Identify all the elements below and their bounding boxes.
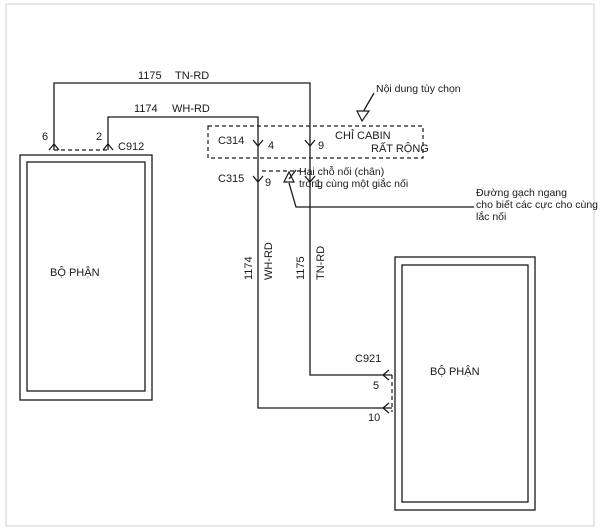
two-pins-pointer xyxy=(283,170,295,183)
left-component-label: BỘ PHẬN xyxy=(50,266,100,279)
wire-1174-wh-rd xyxy=(107,116,392,409)
pin-arrow-c315-9 xyxy=(252,175,264,184)
left-component-outer-box xyxy=(19,154,153,401)
c315-pin-b-label: 1 xyxy=(315,178,321,190)
dashed-line-annotation-line2: cho biết các cực cho cùng xyxy=(476,199,598,211)
pin-arrow-c921-5 xyxy=(381,369,390,381)
wire-vertical-circuit-b-label: 1175 xyxy=(295,256,307,280)
right-component: BỘ PHẬN xyxy=(394,256,536,511)
pin-arrow-c912-6 xyxy=(48,142,60,151)
pin-arrow-c314-9 xyxy=(304,139,316,148)
dashed-line-annotation-line1: Đường gạch ngang xyxy=(476,187,567,199)
c314-pin-a-label: 4 xyxy=(268,140,274,152)
wire-vertical-color-a-label: WH-RD xyxy=(263,242,275,280)
wire-second-circuit-label: 1174 xyxy=(134,103,158,115)
wire-top-color-label: TN-RD xyxy=(175,70,209,82)
c921-connector-label: C921 xyxy=(355,353,381,365)
c912-pin-b-label: 2 xyxy=(96,131,102,143)
c315-connector-label: C315 xyxy=(218,173,244,185)
two-pins-line2: trong cùng một giắc nối xyxy=(299,177,408,190)
two-pins-leader-line xyxy=(288,169,297,180)
cabin-line2: RẤT RỘNG xyxy=(371,142,429,155)
pin-arrow-c315-1 xyxy=(304,175,316,184)
wire-1175-tn-rd xyxy=(53,82,392,376)
diagram-frame xyxy=(5,3,595,527)
c912-pin-a-label: 6 xyxy=(42,131,48,143)
c921-pin-a-label: 5 xyxy=(373,380,379,392)
c314-pin-b-label: 9 xyxy=(318,140,324,152)
connector-c921: C921 5 10 xyxy=(355,353,393,424)
c921-pin-b-label: 10 xyxy=(368,412,380,424)
connector-c314: C314 4 9 xyxy=(218,135,324,152)
pin-arrow-c314-4 xyxy=(252,139,264,148)
wire-vertical-color-b-label: TN-RD xyxy=(315,246,327,280)
two-pins-line1: Hai chỗ nối (chân) xyxy=(299,165,384,178)
connector-c912: 6 2 C912 xyxy=(42,131,144,153)
right-component-outer-box xyxy=(394,256,536,511)
left-component: BỘ PHẬN xyxy=(19,154,153,401)
wire-second-color-label: WH-RD xyxy=(172,103,210,115)
optional-content-annotation: Nội dung tùy chọn xyxy=(376,83,461,95)
optional-content-dashed-box xyxy=(207,125,424,159)
pin-arrow-c921-10 xyxy=(381,402,390,414)
c315-pin-a-label: 9 xyxy=(265,177,271,189)
wire-top-circuit-label: 1175 xyxy=(138,70,162,82)
optional-content-pointer xyxy=(356,110,371,123)
wire-vertical-circuit-a-label: 1174 xyxy=(243,256,255,280)
c314-connector-label: C314 xyxy=(218,135,244,147)
left-component-inner-box xyxy=(26,161,146,392)
cabin-line1: CHỈ CABIN xyxy=(335,129,391,142)
right-component-label: BỘ PHẬN xyxy=(430,365,480,378)
pin-arrow-c912-2 xyxy=(102,142,114,151)
dashed-line-annotation-line3: lắc nối xyxy=(476,210,506,223)
optional-content-leader-line xyxy=(362,92,375,113)
dashed-line-leader xyxy=(288,182,474,208)
c912-connector-label: C912 xyxy=(118,141,144,153)
connector-c315: C315 9 1 xyxy=(218,170,321,190)
right-component-inner-box xyxy=(401,264,529,503)
